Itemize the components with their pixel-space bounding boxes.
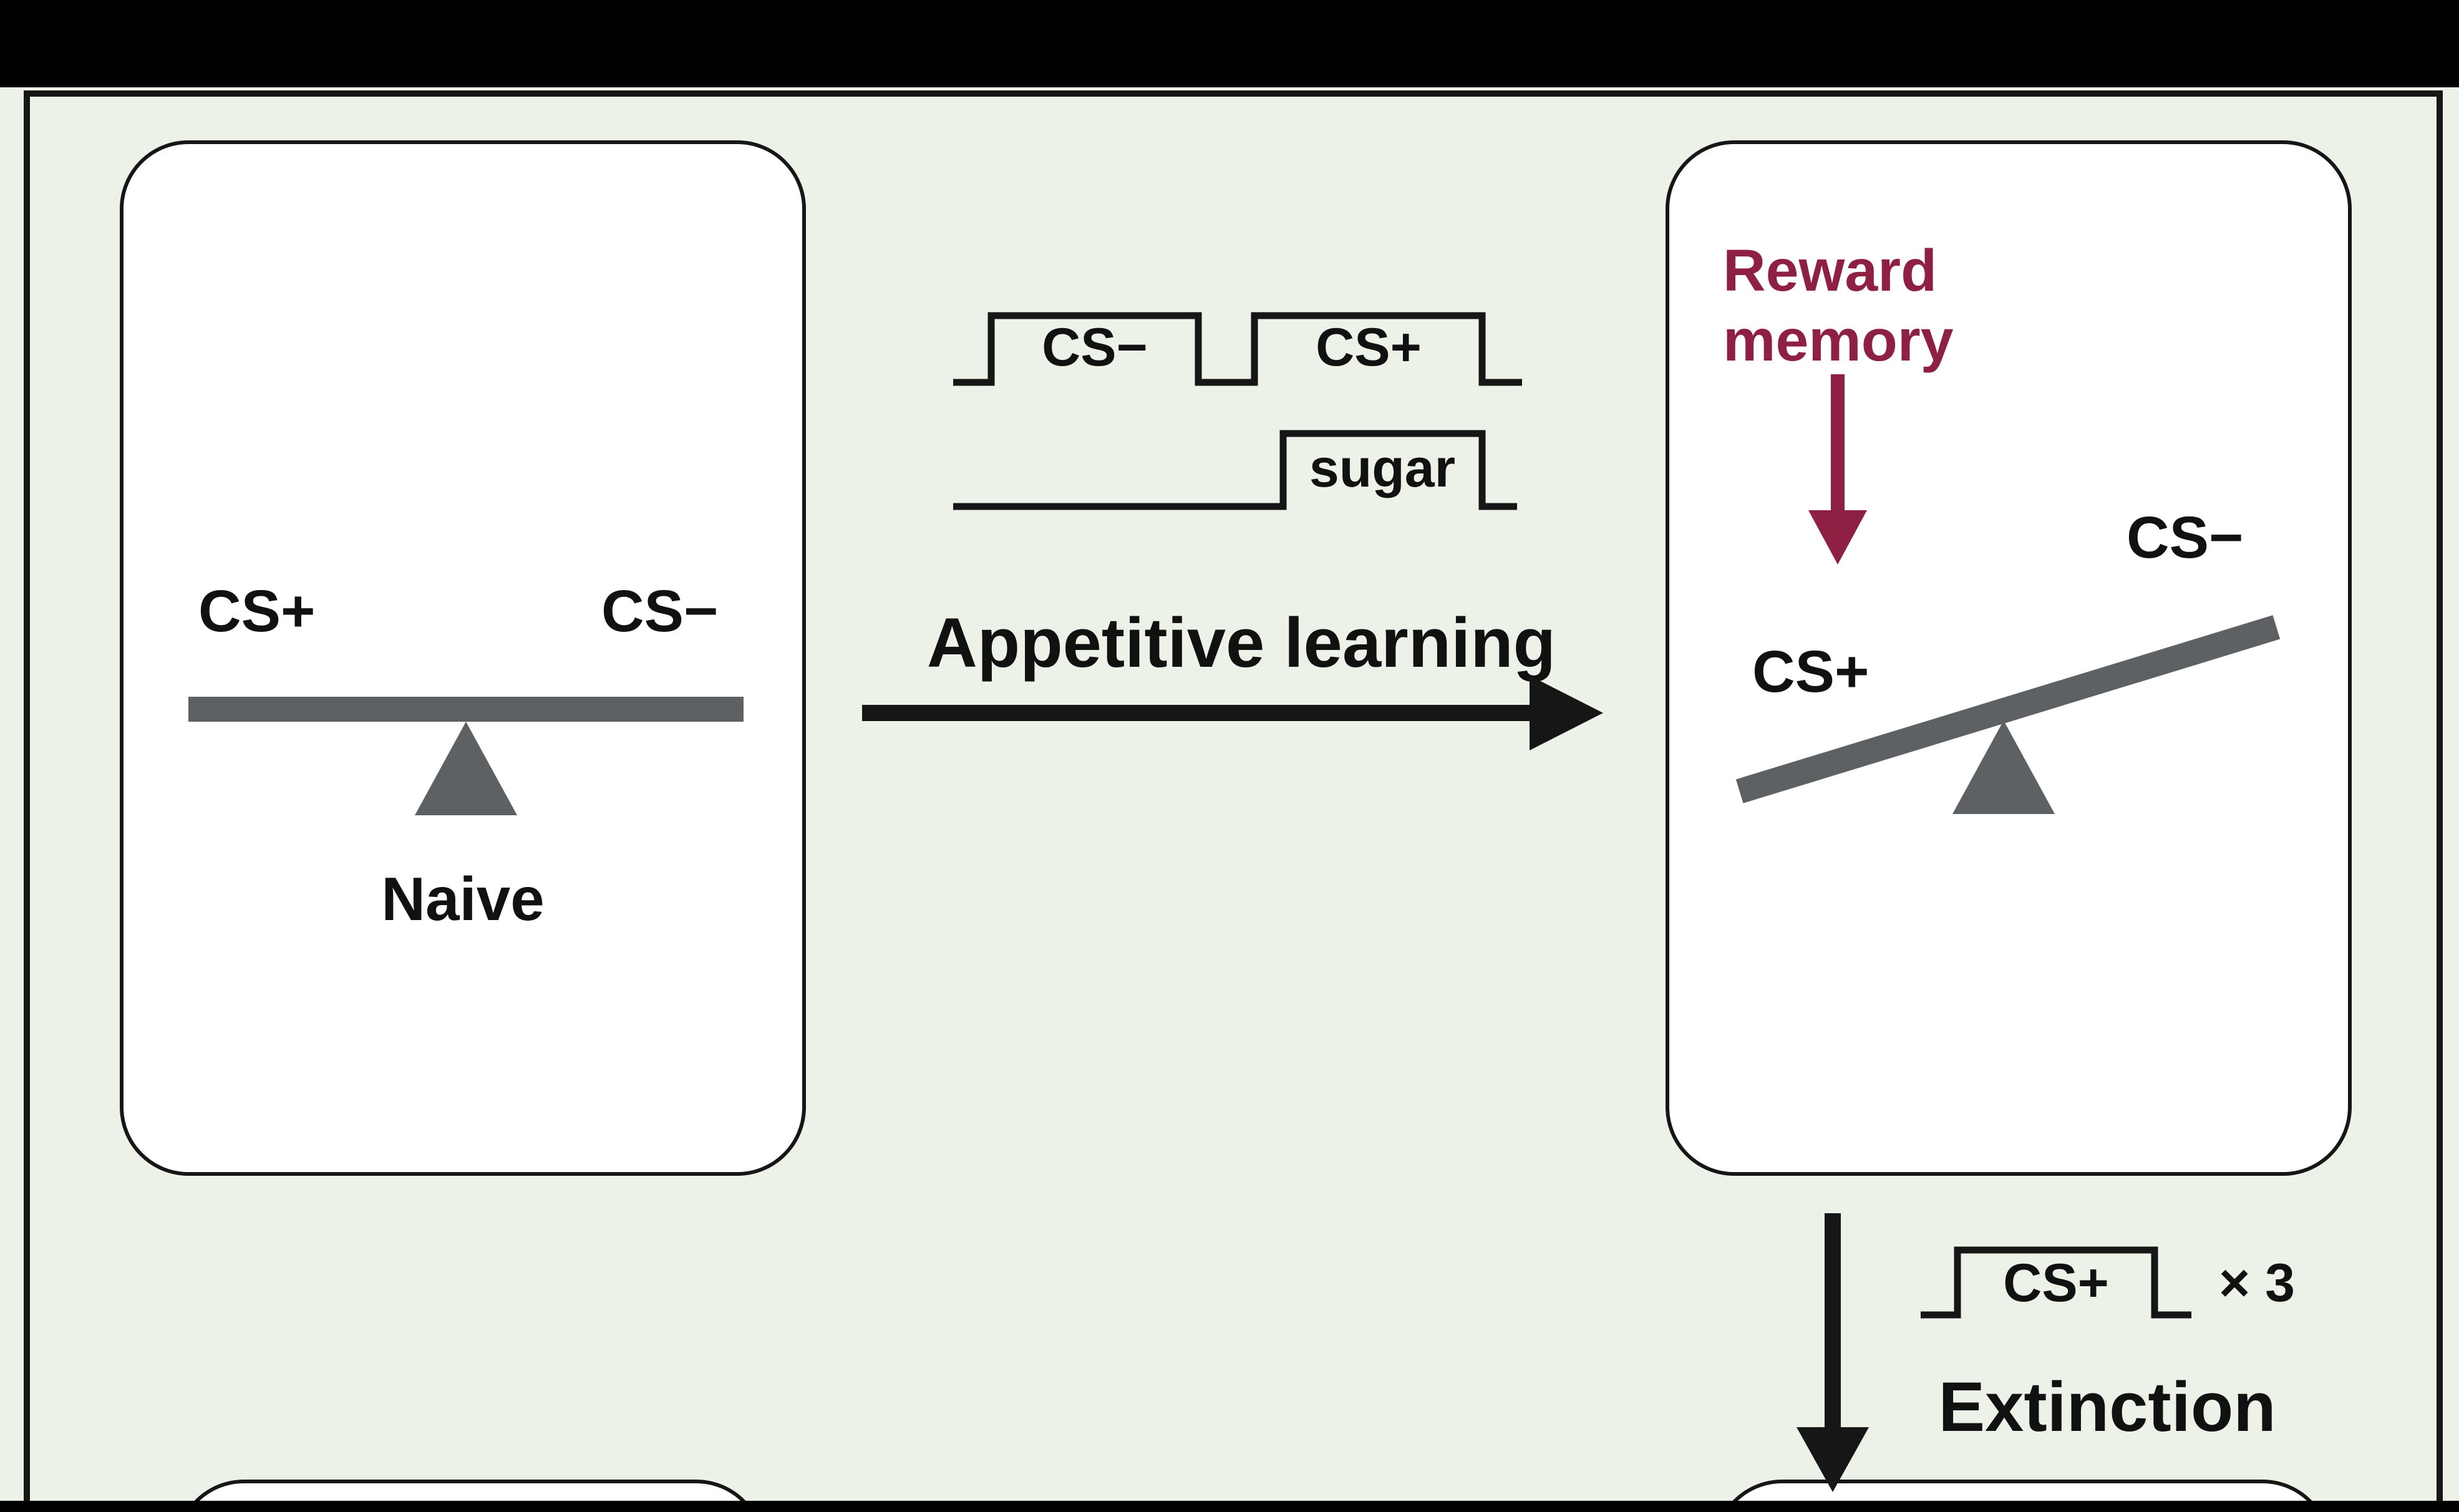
letterbox-bottom xyxy=(0,1501,2459,1512)
extinction-pulse-cs-plus-label: CS+ xyxy=(2003,1253,2109,1313)
trained-cs-plus-label: CS+ xyxy=(1752,639,1870,705)
letterbox-top xyxy=(0,0,2459,87)
training-pulse-cs-plus-label: CS+ xyxy=(1316,317,1422,377)
appetitive-learning-label: Appetitive learning xyxy=(926,604,1556,682)
naive-panel: CS+ CS− xyxy=(120,140,806,1176)
extinction-label: Extinction xyxy=(1938,1368,2276,1446)
training-pulse-cs-minus-label: CS− xyxy=(1042,317,1148,377)
naive-cs-minus-label: CS− xyxy=(601,578,719,644)
reward-memory-label: Reward memory xyxy=(1723,238,1954,374)
trained-fulcrum-triangle-icon xyxy=(1952,720,2055,814)
naive-caption: Naive xyxy=(381,865,545,933)
sugar-pulse-label: sugar xyxy=(1309,439,1456,498)
extinction-repeat-label: × 3 xyxy=(2219,1253,2295,1313)
naive-cs-plus-label: CS+ xyxy=(198,578,316,644)
trained-cs-minus-label: CS− xyxy=(2127,505,2244,571)
figure-frame-border xyxy=(24,90,2443,1512)
naive-balance-beam xyxy=(188,697,744,722)
trained-panel: CS+ CS− xyxy=(1666,140,2352,1176)
naive-fulcrum-triangle-icon xyxy=(415,722,517,815)
